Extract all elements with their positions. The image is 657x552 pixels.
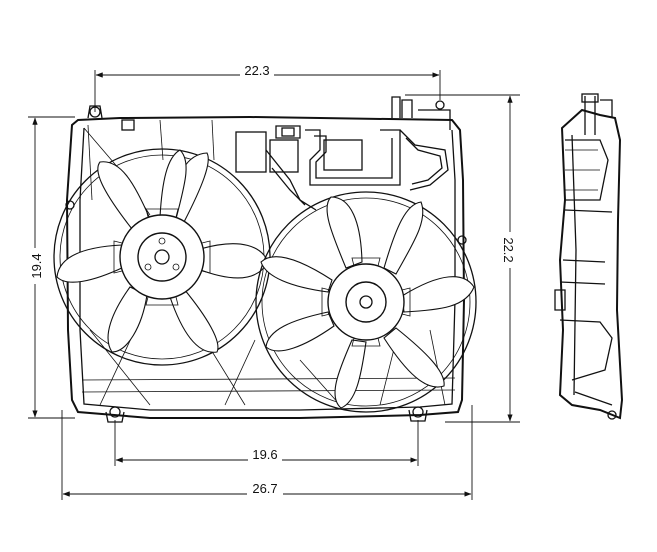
left-fan [53,148,271,366]
right-fan [255,191,477,413]
dimension-height-left: 19.4 [27,116,75,419]
dim-label-height-left: 19.4 [29,253,44,278]
dim-label-top-width: 22.3 [244,63,269,78]
dimension-mount-width: 19.6 [114,420,419,466]
dimension-top-width: 22.3 [94,63,441,112]
dimension-height-right: 22.2 [405,94,520,423]
dim-label-height-right: 22.2 [501,237,516,262]
wiring-harness [235,109,451,211]
dim-label-overall-width: 26.7 [252,481,277,496]
side-view [554,93,624,420]
dimension-overall-width: 26.7 [61,405,473,500]
dim-label-mount-width: 19.6 [252,447,277,462]
